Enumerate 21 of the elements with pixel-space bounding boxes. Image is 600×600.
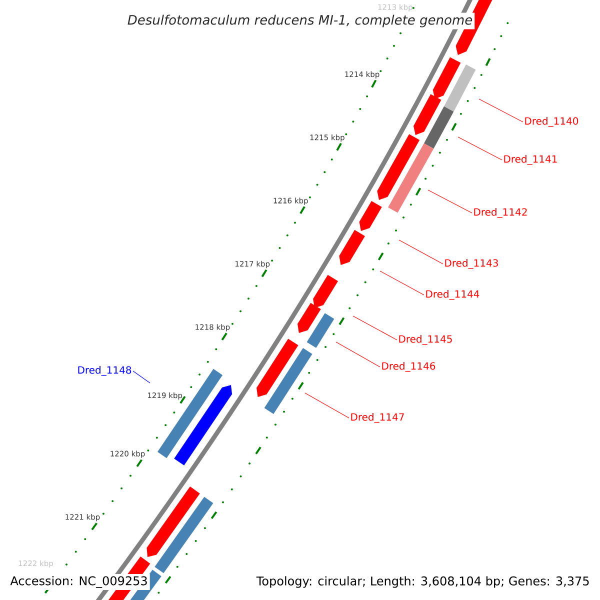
gene-label: Dred_1146: [382, 362, 436, 372]
genome-info-label: Topology: circular; Length: 3,608,104 bp; Genes: 3,375: [254, 574, 592, 590]
gene-label: Dred_1143: [445, 259, 498, 269]
gene-label: Dred_1141: [504, 155, 557, 165]
gene-label: Dred_1140: [525, 117, 578, 127]
gene-label: Dred_1145: [399, 335, 452, 345]
leader-line: [352, 316, 398, 340]
accession-label: Accession: NC_009253: [8, 574, 150, 590]
gene-label: Dred_1144: [426, 290, 480, 300]
leader-line: [380, 270, 424, 296]
leader-line: [304, 392, 350, 418]
leader-line: [478, 98, 524, 122]
leader-line: [458, 136, 502, 160]
gene-label: Dred_1147: [351, 413, 404, 423]
title: Desulfotomaculum reducens MI-1, complete genome: [125, 12, 475, 30]
leader-line: [336, 342, 380, 368]
leader-line: [428, 190, 472, 214]
gene-label: Dred_1148: [78, 366, 132, 376]
leader-line: [132, 370, 150, 384]
leader-line: [398, 240, 444, 264]
gene-label: Dred_1142: [474, 208, 527, 218]
